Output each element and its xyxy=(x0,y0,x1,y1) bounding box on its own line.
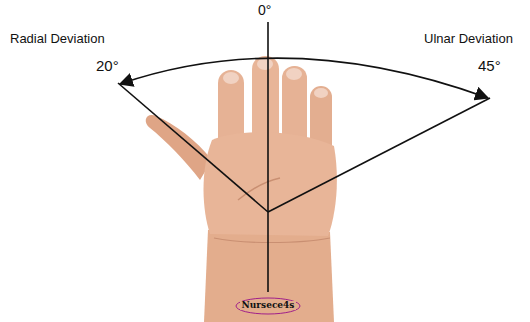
angle-value: 0° xyxy=(258,3,271,17)
motion-label: Radial Deviation xyxy=(10,32,105,45)
watermark-ring xyxy=(236,298,300,314)
watermark: Nursece4s xyxy=(240,301,297,310)
radial-line xyxy=(118,83,268,212)
back-of-hand xyxy=(204,132,337,236)
motion-label: Ulnar Deviation xyxy=(424,32,513,45)
thumb xyxy=(146,115,212,180)
angle-value: 20° xyxy=(96,58,119,73)
ulnar-line xyxy=(268,98,490,212)
range-arc xyxy=(120,58,488,98)
forearm xyxy=(204,230,334,322)
neutral-line xyxy=(267,22,269,292)
angle-value: 45° xyxy=(478,58,501,73)
